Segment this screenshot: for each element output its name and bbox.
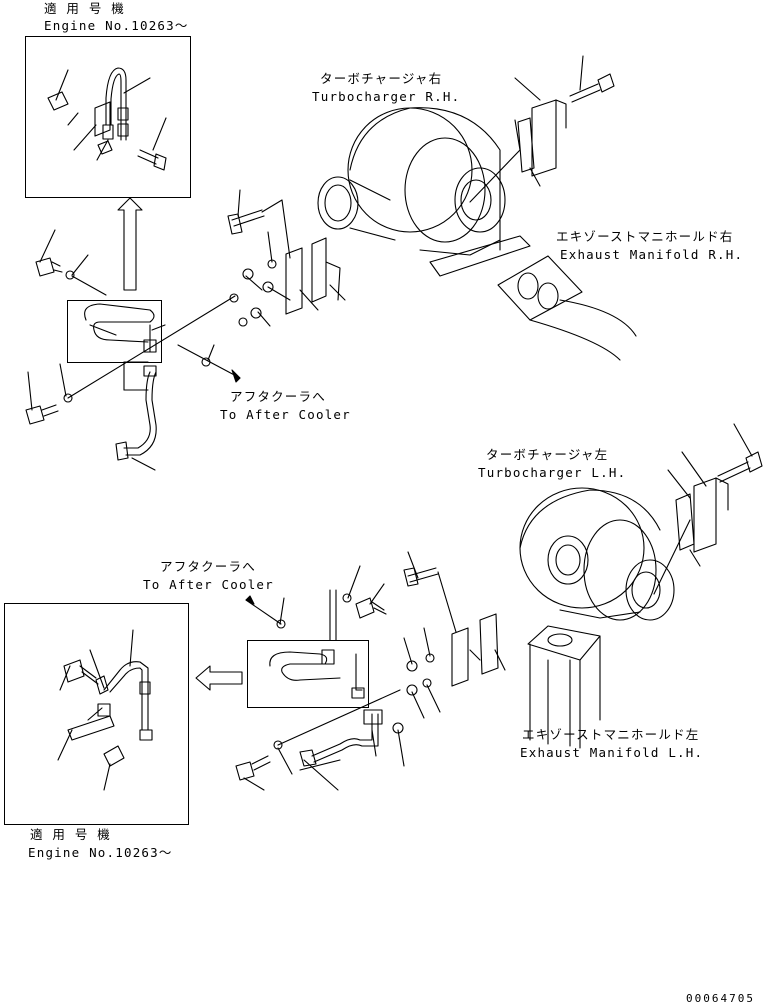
top-applicable-jp-label: 適 用 号 機 (44, 1, 125, 16)
bottom-left-bolts (235, 595, 401, 781)
exhaust-lh-en-label: Exhaust Manifold L.H. (520, 745, 704, 760)
exhaust-lh-jp-label: エキゾーストマニホールド左 (522, 727, 700, 742)
bottom-inset-leaders (57, 629, 134, 791)
turbocharger-lh (519, 487, 675, 621)
left-arrow (195, 665, 243, 691)
bottom-applicable-jp-label: 適 用 号 機 (30, 827, 111, 842)
drawing-number-label: 00064705 (686, 992, 755, 1005)
bottom-inset-frame (4, 603, 189, 825)
turbo-lh-en-label: Turbocharger L.H. (478, 465, 627, 480)
top-engine-no-label: Engine No.10263～ (44, 18, 189, 33)
up-arrow (117, 197, 143, 291)
turbo-lh-jp-label: ターボチャージャ左 (486, 447, 609, 462)
bottom-inset-pipe (63, 659, 153, 767)
exhaust-manifold-lh (527, 625, 601, 749)
exhaust-rh-en-label: Exhaust Manifold R.H. (560, 247, 744, 262)
mid-flange-block-lh (342, 567, 499, 734)
top-arrow-after-cooler (177, 344, 241, 383)
after-cooler-1-jp-label: アフタクーラへ (230, 389, 326, 404)
top-left-bolts (25, 257, 236, 425)
turbo-lh-flange-bolt (653, 451, 763, 595)
turbo-rh-en-label: Turbocharger R.H. (312, 89, 461, 104)
mid-flange-block-rh (227, 199, 341, 327)
top-leaders (27, 55, 584, 471)
exhaust-manifold-rh (429, 235, 637, 361)
turbocharger-rh (317, 107, 506, 256)
bottom-pipe (269, 589, 383, 771)
after-cooler-1-en-label: To After Cooler (220, 407, 351, 422)
exhaust-rh-jp-label: エキゾーストマニホールド右 (556, 229, 734, 244)
after-cooler-2-jp-label: アフタクーラへ (160, 559, 256, 574)
turbo-rh-flange-bolt (469, 73, 615, 203)
after-cooler-2-en-label: To After Cooler (143, 577, 274, 592)
bottom-engine-no-label: Engine No.10263～ (28, 845, 173, 860)
top-inset-pipe (47, 67, 167, 171)
top-pipe (84, 303, 157, 461)
top-detail-frame (67, 300, 162, 363)
top-inset-leaders (55, 69, 167, 161)
top-inset-frame (25, 36, 191, 198)
turbo-rh-jp-label: ターボチャージャ右 (320, 71, 443, 86)
bottom-leaders (243, 423, 753, 791)
bottom-detail-frame (247, 640, 369, 708)
